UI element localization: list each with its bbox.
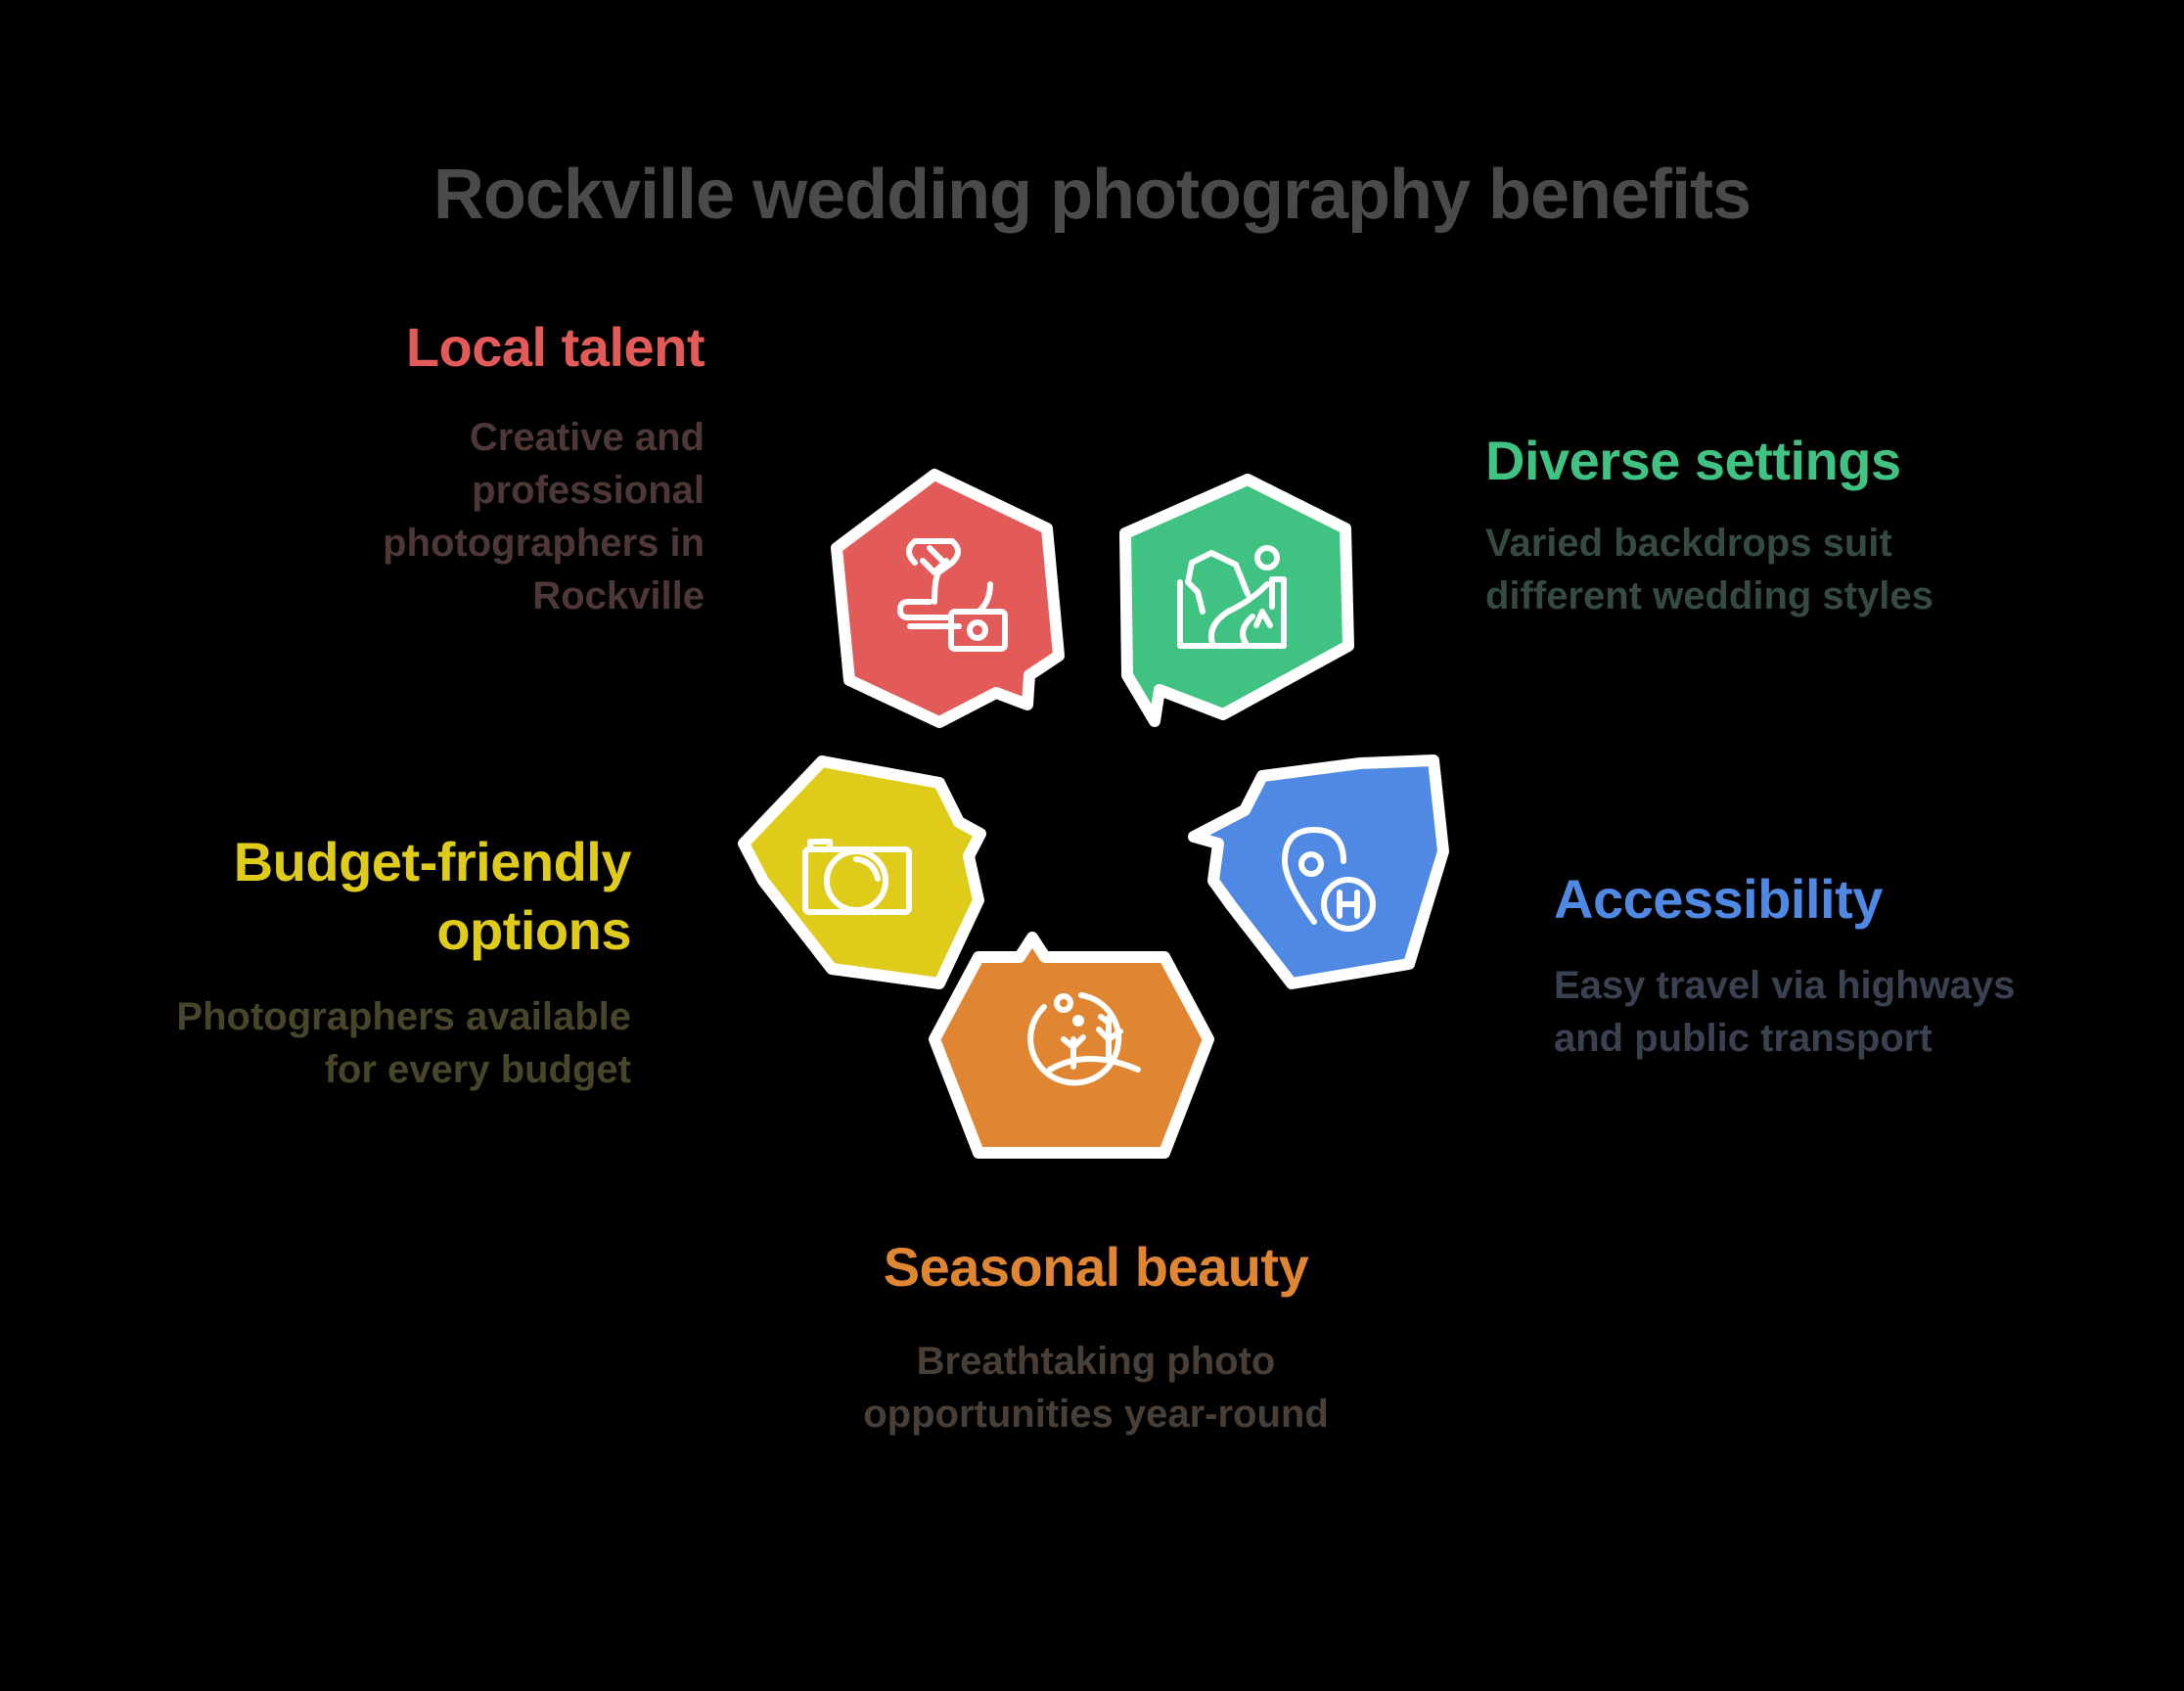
benefit-seasonal-beauty: Seasonal beauty Breathtaking photo oppor… bbox=[802, 1233, 1389, 1440]
benefit-budget-friendly: Budget-friendly options Photographers av… bbox=[137, 828, 631, 1096]
desc-line: Rockville bbox=[532, 574, 705, 617]
benefit-description: Creative and professional photographers … bbox=[294, 411, 705, 622]
benefit-description: Easy travel via highways and public tran… bbox=[1554, 959, 2063, 1065]
location-pin-hospital-icon bbox=[1282, 827, 1376, 932]
benefit-heading: Budget-friendly options bbox=[137, 828, 632, 965]
benefit-local-talent: Local talent Creative and professional p… bbox=[294, 313, 705, 622]
hexagon-diverse-settings bbox=[1119, 474, 1354, 727]
benefit-description: Varied backdrops suit different wedding … bbox=[1485, 517, 2033, 622]
desc-line: Photographers available bbox=[176, 995, 631, 1038]
desert-plants-icon bbox=[1027, 992, 1141, 1086]
desc-line: Creative and bbox=[469, 416, 705, 459]
benefit-description: Photographers available for every budget bbox=[137, 990, 631, 1096]
camera-icon bbox=[802, 839, 912, 915]
desc-line: Easy travel via highways bbox=[1554, 964, 2016, 1007]
benefit-heading: Accessibility bbox=[1554, 868, 1883, 930]
hexagon-local-talent bbox=[831, 469, 1065, 728]
benefit-description: Breathtaking photo opportunities year-ro… bbox=[802, 1335, 1389, 1440]
benefit-heading: Local talent bbox=[405, 316, 705, 378]
desc-line: opportunities year-round bbox=[863, 1393, 1329, 1436]
desc-line: photographers in bbox=[383, 522, 705, 565]
heading-line: Budget-friendly bbox=[233, 831, 632, 892]
heading-line: options bbox=[436, 899, 631, 961]
hexagon-accessibility bbox=[1188, 754, 1449, 989]
benefit-heading: Diverse settings bbox=[1485, 430, 1901, 491]
hexagon-seasonal-beauty bbox=[929, 932, 1214, 1159]
photographer-camera-icon bbox=[897, 538, 1008, 652]
desc-line: professional bbox=[472, 469, 705, 512]
desc-line: Breathtaking photo bbox=[916, 1340, 1276, 1383]
desc-line: and public transport bbox=[1554, 1017, 1933, 1060]
benefit-accessibility: Accessibility Easy travel via highways a… bbox=[1554, 865, 2063, 1065]
desc-line: different wedding styles bbox=[1485, 574, 1934, 617]
diagram-title: Rockville wedding photography benefits bbox=[432, 156, 1752, 234]
benefit-diverse-settings: Diverse settings Varied backdrops suit d… bbox=[1485, 427, 2033, 622]
benefit-heading: Seasonal beauty bbox=[883, 1236, 1309, 1298]
desc-line: for every budget bbox=[324, 1048, 631, 1091]
landscape-icon bbox=[1177, 545, 1287, 649]
desc-line: Varied backdrops suit bbox=[1485, 522, 1892, 565]
hexagon-budget-friendly bbox=[738, 755, 986, 989]
